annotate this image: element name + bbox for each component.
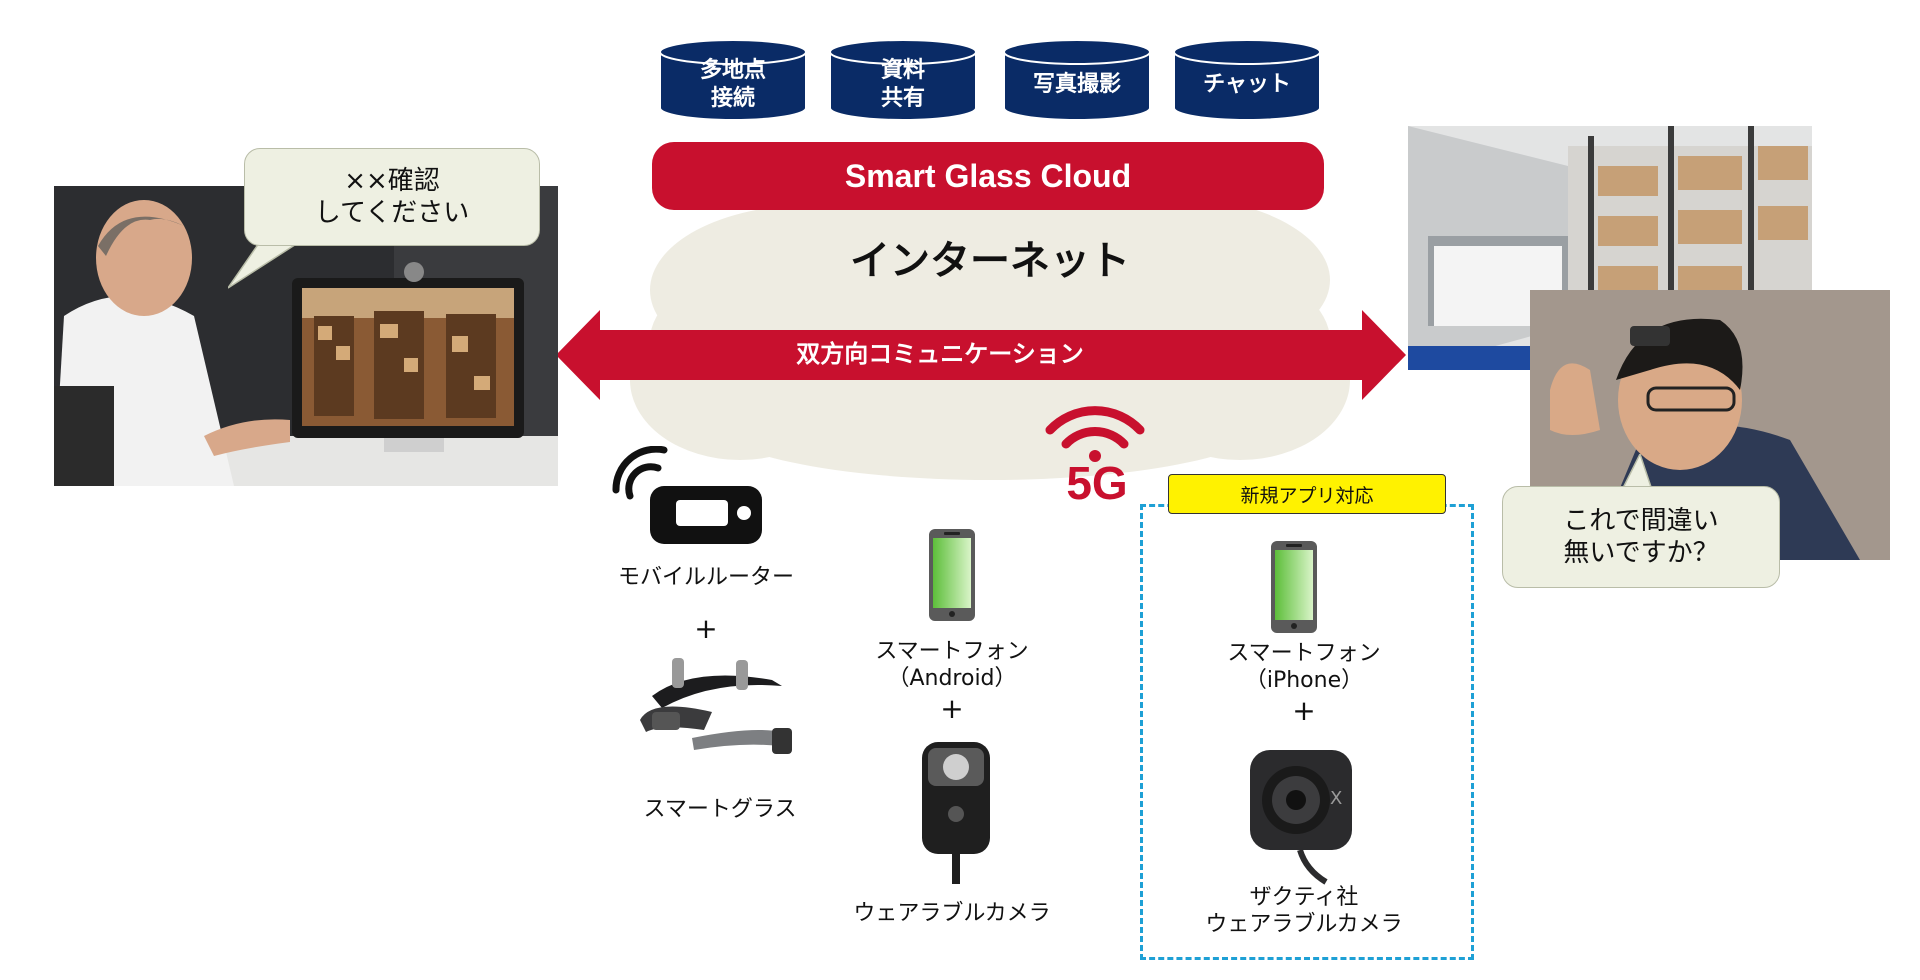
bidirectional-communication-label: 双方向コミュニケーション <box>796 340 1084 368</box>
internet-cloud <box>630 185 1350 480</box>
operator-speech-bubble: ××確認 してください <box>244 148 540 246</box>
xacti-camera-icon: X <box>1250 750 1352 885</box>
xacti-camera-label: ザクティ社 ウェアラブルカメラ <box>1205 885 1403 937</box>
smart-glasses-label: スマートグラス <box>643 797 797 822</box>
android-phone-label: スマートフォン （Android） <box>875 639 1029 691</box>
mobile-router-icon <box>612 446 762 544</box>
plus-sign: + <box>694 612 718 645</box>
iphone-label: スマートフォン （iPhone） <box>1227 641 1381 693</box>
feature-label: 資料 共有 <box>880 58 925 111</box>
wearable-camera-icon <box>922 742 990 884</box>
field-worker-photo <box>1530 290 1890 560</box>
bidirectional-arrow <box>556 310 1406 400</box>
plus-sign: + <box>1292 694 1316 727</box>
5g-badge: 5G <box>1066 457 1128 509</box>
remote-operator-photo <box>54 186 558 486</box>
feature-document-share: 資料 共有 <box>828 38 978 122</box>
feature-photo: 写真撮影 <box>1002 38 1152 122</box>
android-phone-icon <box>929 529 975 621</box>
feature-label: 写真撮影 <box>1032 72 1121 97</box>
feature-multipoint: 多地点 接続 <box>658 38 808 122</box>
wifi-signal-icon <box>1045 406 1145 462</box>
new-app-badge: 新規アプリ対応 <box>1168 474 1446 514</box>
iphone-icon <box>1271 541 1317 633</box>
worker-speech-bubble: これで間違い 無いですか？ <box>1502 486 1780 588</box>
wearable-camera-label: ウェアラブルカメラ <box>853 901 1051 926</box>
svg-text:X: X <box>1330 788 1342 809</box>
smart-glass-cloud-banner: Smart Glass Cloud <box>652 142 1324 210</box>
smart-glasses-icon <box>640 658 792 754</box>
plus-sign: + <box>940 692 964 725</box>
feature-label: 多地点 接続 <box>699 58 766 111</box>
internet-label: インターネット <box>850 238 1130 284</box>
feature-chat: チャット <box>1172 38 1322 122</box>
mobile-router-label: モバイルルーター <box>617 565 794 590</box>
feature-label: チャット <box>1203 72 1291 97</box>
